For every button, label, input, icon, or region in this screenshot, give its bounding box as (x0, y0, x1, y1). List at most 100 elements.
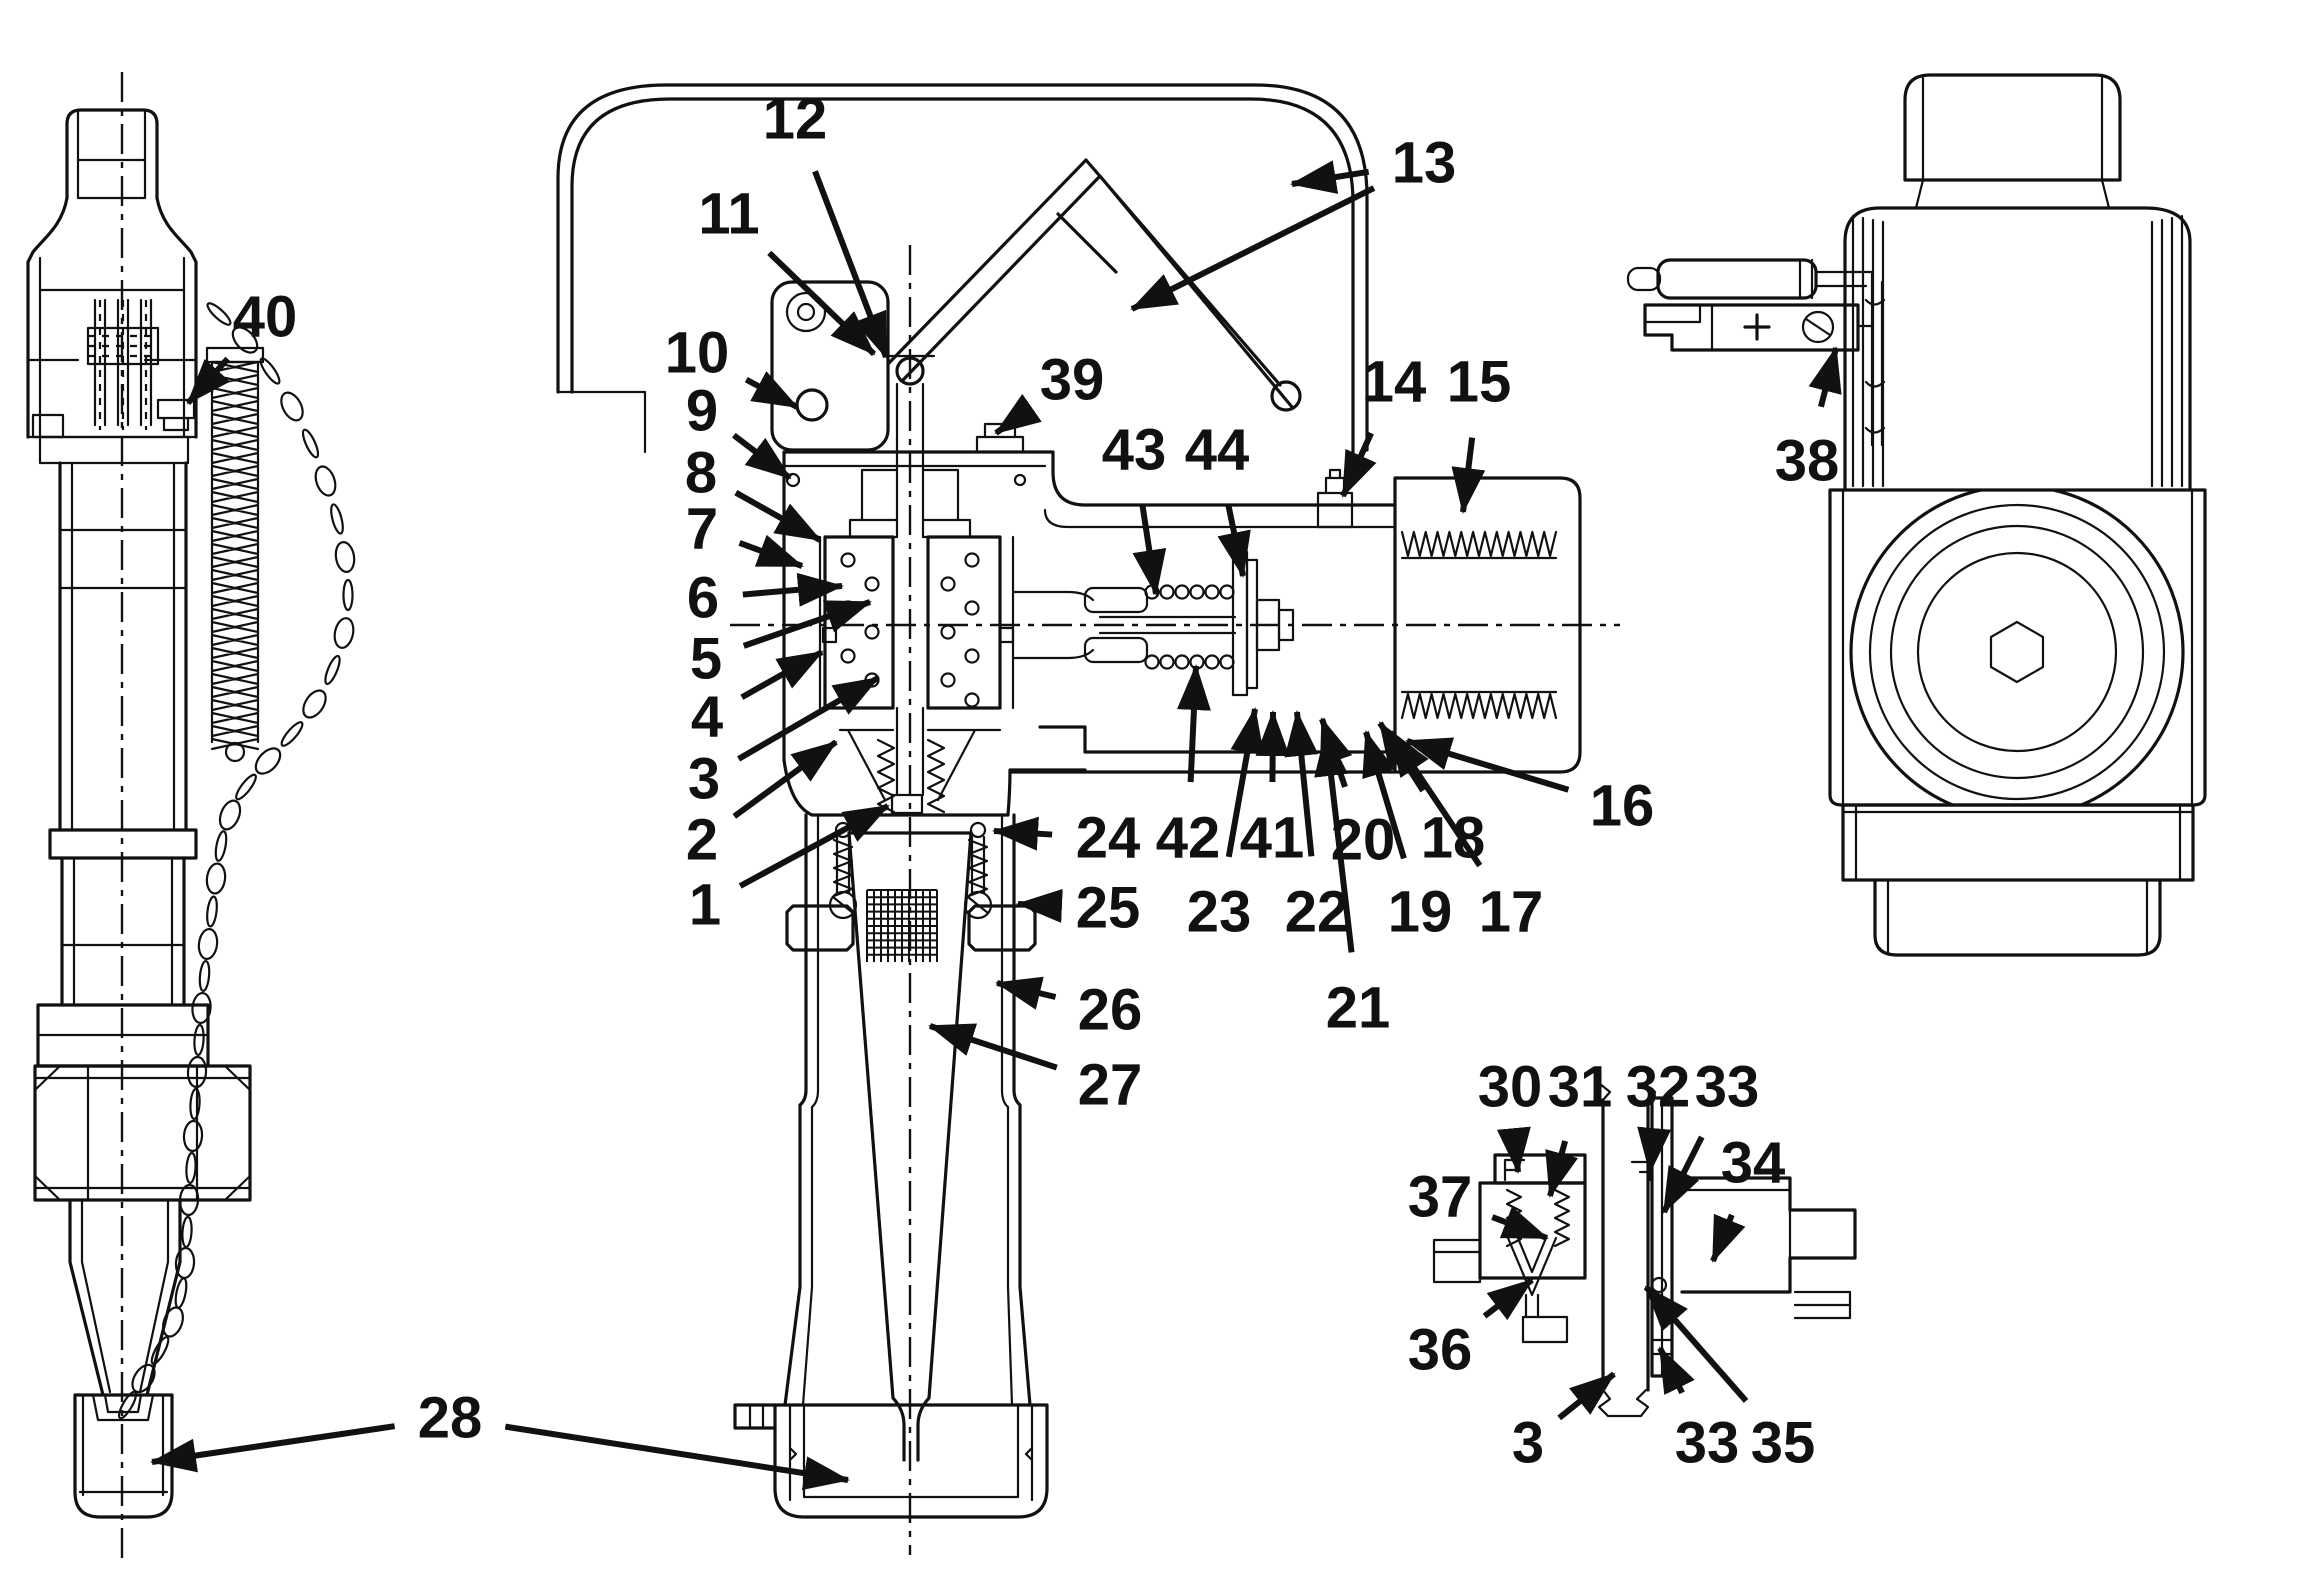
callout-8: 8 (685, 441, 822, 543)
view-right-assembly (1626, 73, 2207, 957)
callout-arrow-14 (1340, 431, 1377, 498)
callout-number-26: 26 (1078, 978, 1143, 1043)
callout-22: 22 (1284, 710, 1349, 945)
callout-number-8: 8 (685, 441, 717, 506)
callout-arrow-3 (1557, 1371, 1616, 1421)
callout-arrow-18 (1377, 721, 1426, 793)
callout-number-44: 44 (1185, 418, 1250, 483)
callout-arrow-27 (928, 1023, 1058, 1071)
callout-number-39: 39 (1040, 348, 1105, 413)
callout-number-10: 10 (665, 321, 730, 386)
callout-number-3: 3 (688, 747, 720, 812)
center-hex-nut (1989, 620, 2045, 684)
callout-6: 6 (687, 566, 844, 631)
callout-33: 33 (1661, 1055, 1759, 1214)
wires (1814, 270, 1874, 328)
callout-number-38: 38 (1775, 429, 1840, 494)
callout-1: 1 (689, 803, 890, 938)
retaining-spring (205, 346, 265, 763)
callout-number-41: 41 (1240, 806, 1305, 871)
callout-number-36: 36 (1408, 1318, 1473, 1383)
callout-36: 36 (1408, 1277, 1534, 1383)
callout-arrow-2 (732, 739, 838, 819)
callout-44: 44 (1185, 418, 1251, 578)
callout-arrow-13 (1130, 185, 1376, 312)
cap-chain (117, 302, 356, 1420)
body-flange (782, 450, 1397, 762)
callout-28: 28 (150, 1386, 850, 1491)
callout-number-23: 23 (1187, 880, 1252, 945)
callout-arrow-3 (737, 675, 880, 762)
callout-13: 13 (1130, 131, 1456, 312)
callout-arrow-32 (1637, 1126, 1672, 1174)
callout-number-40: 40 (233, 285, 298, 350)
callout-arrow-22 (1284, 710, 1319, 857)
valve-body (1828, 488, 2207, 807)
callout-arrow-34 (1710, 1213, 1746, 1263)
callout-number-19: 19 (1388, 880, 1453, 945)
squeeze-lever (886, 158, 1294, 409)
callout-30: 30 (1478, 1055, 1542, 1174)
callout-number-31: 31 (1548, 1055, 1613, 1120)
base-cup (773, 1403, 1049, 1519)
callout-10: 10 (665, 321, 799, 410)
callout-5: 5 (690, 599, 872, 692)
callout-number-12: 12 (763, 87, 828, 152)
callout-33: 33 (1657, 1346, 1739, 1476)
callout-arrow-44 (1217, 504, 1251, 578)
callout-arrow-7 (738, 534, 804, 569)
callout-arrow-5 (742, 599, 872, 649)
tee-fitting-34 (1680, 1176, 1857, 1294)
callout-number-21: 21 (1326, 976, 1391, 1041)
callout-number-16: 16 (1590, 774, 1655, 839)
callout-number-28: 28 (418, 1386, 483, 1451)
callout-arrow-13 (1290, 160, 1370, 194)
callout-40: 40 (185, 285, 298, 406)
poppet-cone-37 (1506, 1236, 1558, 1297)
callout-arrow-12 (812, 170, 889, 359)
callout-25: 25 (1016, 876, 1140, 941)
callout-number-17: 17 (1479, 880, 1544, 945)
callout-14: 14 (1340, 350, 1427, 498)
callout-35: 35 (1643, 1285, 1815, 1476)
strainer-mesh (866, 889, 938, 962)
callout-39: 39 (994, 348, 1105, 436)
callout-26: 26 (995, 976, 1143, 1043)
callout-arrow-33 (1661, 1135, 1705, 1214)
callout-number-11: 11 (698, 182, 759, 247)
cover-ribs (1851, 214, 2184, 488)
upper-body (26, 196, 198, 439)
callout-number-24: 24 (1076, 806, 1141, 871)
seal-35 (1650, 1276, 1668, 1294)
callout-arrow-36 (1482, 1277, 1534, 1321)
callout-19: 19 (1362, 730, 1453, 945)
callout-arrow-43 (1132, 504, 1167, 596)
callout-number-3: 3 (1512, 1411, 1544, 1476)
callout-number-37: 37 (1408, 1165, 1473, 1230)
callout-arrow-24 (992, 816, 1053, 851)
view-detail-assembly (1432, 1082, 1857, 1418)
callout-arrow-26 (995, 976, 1057, 1010)
callout-number-27: 27 (1078, 1053, 1143, 1118)
callout-arrow-10 (744, 371, 799, 410)
callout-arrow-25 (1016, 888, 1063, 923)
callout-38: 38 (1775, 346, 1842, 494)
seat-threads (876, 738, 946, 814)
callout-number-32: 32 (1626, 1055, 1691, 1120)
cup-tab (733, 1403, 777, 1430)
callout-arrow-21 (1314, 730, 1355, 953)
callout-number-34: 34 (1721, 1131, 1786, 1196)
callout-arrow-15 (1451, 437, 1486, 514)
callout-arrow-11 (767, 250, 877, 357)
callout-number-7: 7 (686, 497, 718, 562)
valve-fitting-14 (1316, 468, 1354, 529)
callout-arrow-23 (1225, 707, 1265, 858)
callout-number-14: 14 (1362, 350, 1427, 415)
callout-arrow-37 (1491, 1206, 1549, 1241)
outlet-housing (782, 758, 1087, 817)
stem-pivot (895, 356, 925, 386)
spout-shell-outer (783, 813, 1032, 1407)
callout-23: 23 (1187, 707, 1265, 945)
callout-number-5: 5 (690, 627, 722, 692)
